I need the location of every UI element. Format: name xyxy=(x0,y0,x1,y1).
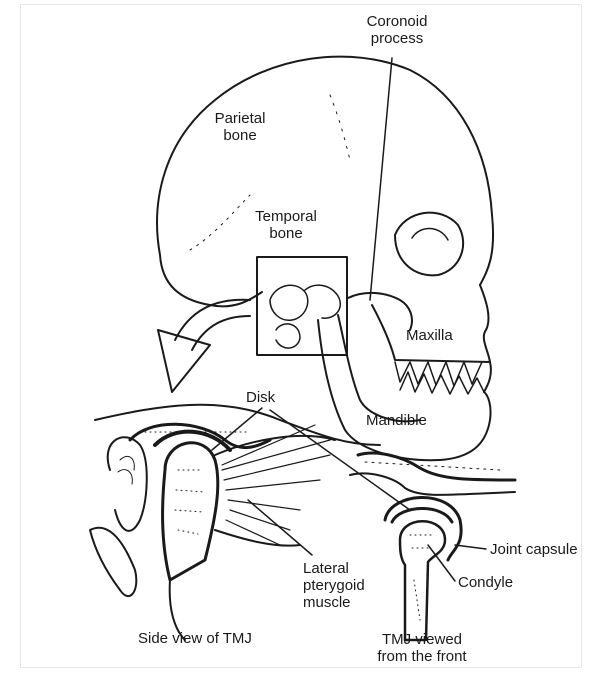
arrow-shaft-inner xyxy=(192,316,250,350)
label-coronoid-line2: process xyxy=(362,30,432,47)
orbit xyxy=(395,213,463,276)
leader-coronoid xyxy=(370,58,392,300)
pterygoid-fibres xyxy=(222,425,330,545)
front-capsule xyxy=(385,497,461,560)
zygomatic-arch xyxy=(348,293,412,330)
label-pterygoid-line1: Lateral xyxy=(303,560,365,577)
label-parietal-bone: Parietal bone xyxy=(205,110,275,144)
label-pterygoid-line3: muscle xyxy=(303,594,365,611)
ear-structure xyxy=(108,437,147,531)
suture-line xyxy=(190,195,250,250)
articular-eminence xyxy=(305,285,340,318)
leader-pterygoid xyxy=(248,500,312,555)
label-coronoid-line1: Coronoid xyxy=(362,13,432,30)
pterygoid-outline xyxy=(215,436,335,546)
caption-front-view: TMJ viewed from the front xyxy=(362,631,482,665)
front-condyle xyxy=(400,521,445,640)
magnify-arrow xyxy=(158,300,250,392)
posterior-mandible xyxy=(90,528,136,596)
front-disk xyxy=(392,508,452,522)
label-joint-capsule: Joint capsule xyxy=(490,541,578,558)
leader-joint-capsule xyxy=(455,545,486,549)
caption-front-line2: from the front xyxy=(362,648,482,665)
front-bone-texture xyxy=(365,462,500,470)
label-parietal-line2: bone xyxy=(205,127,275,144)
label-lateral-pterygoid-muscle: Lateral pterygoid muscle xyxy=(303,560,365,611)
label-coronoid-process: Coronoid process xyxy=(362,13,432,47)
leader-disk xyxy=(212,408,262,450)
label-mandible: Mandible xyxy=(366,412,427,429)
arrow-shaft xyxy=(175,300,250,340)
cranium-outline xyxy=(157,57,493,285)
arrow-head xyxy=(158,330,210,392)
label-temporal-line2: bone xyxy=(246,225,326,242)
ear-whorl xyxy=(118,456,134,484)
caption-side-view: Side view of TMJ xyxy=(138,630,252,647)
occipital-outline xyxy=(160,255,262,306)
caption-front-line1: TMJ viewed xyxy=(362,631,482,648)
label-pterygoid-line2: pterygoid xyxy=(303,577,365,594)
face-profile xyxy=(480,285,491,392)
label-temporal-bone: Temporal bone xyxy=(246,208,326,242)
orbit-inner xyxy=(412,228,448,240)
label-maxilla: Maxilla xyxy=(406,327,453,344)
condyle-sketch xyxy=(276,324,300,348)
tmj-joint-sketch xyxy=(270,285,308,320)
label-disk: Disk xyxy=(246,389,275,406)
suture-line-2 xyxy=(330,95,350,160)
label-parietal-line1: Parietal xyxy=(205,110,275,127)
front-condyle-texture xyxy=(410,535,435,620)
label-condyle: Condyle xyxy=(458,574,513,591)
label-temporal-line1: Temporal xyxy=(246,208,326,225)
